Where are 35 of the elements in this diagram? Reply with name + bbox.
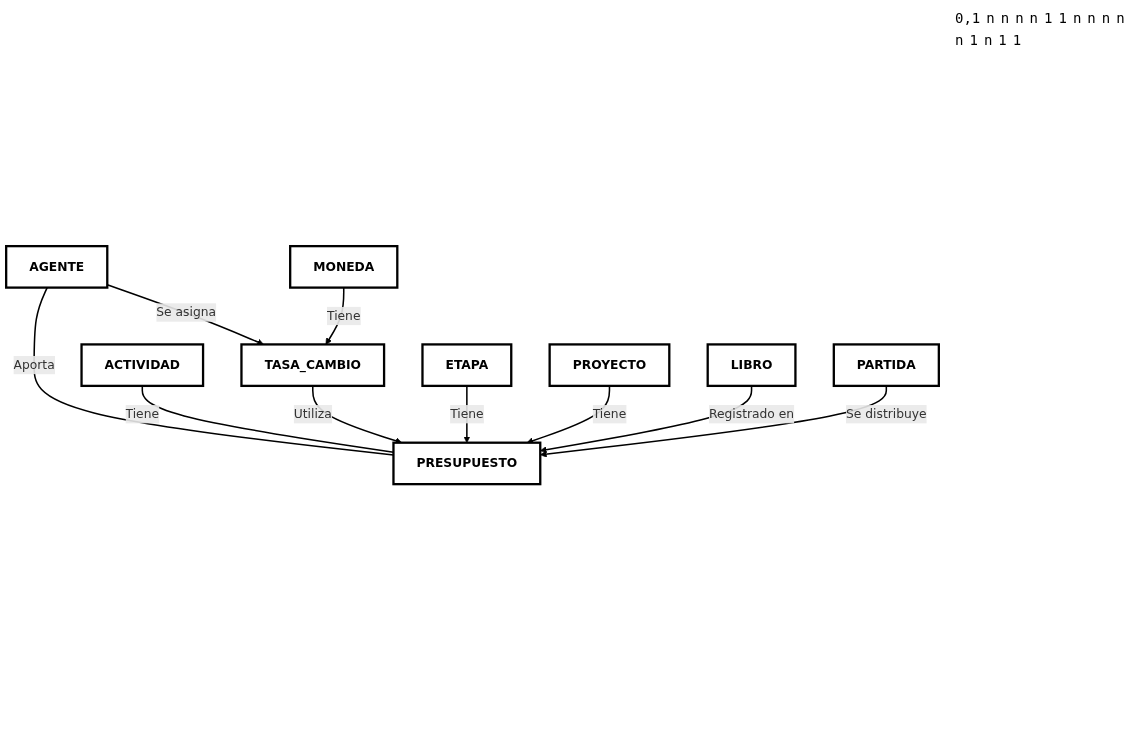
cardinality-label: 1 [1044, 10, 1053, 26]
cardinality-label: 1 [969, 32, 978, 48]
cardinality-label: n [1087, 10, 1096, 26]
cardinality-label: n [1015, 10, 1024, 26]
edge-label: Tiene [592, 406, 627, 422]
edge-label: Utiliza [293, 406, 332, 422]
edge-label: Se asigna [156, 304, 217, 320]
cardinality-label: 0,1 [955, 10, 981, 26]
node-box: PROYECTO [548, 343, 671, 387]
node-box: TASA_CAMBIO [240, 343, 386, 387]
cardinality-label: 1 [998, 32, 1007, 48]
node-box: PRESUPUESTO [392, 441, 542, 486]
node-box: ETAPA [421, 343, 513, 387]
cardinality-label: n [1101, 10, 1111, 26]
edge-label: Tiene [125, 406, 160, 422]
node-box: MONEDA [289, 244, 399, 289]
cardinality-label: n [983, 32, 993, 48]
arrow [106, 283, 264, 345]
cardinality-label: n [1000, 10, 1010, 26]
edge-label: Tiene [327, 308, 361, 323]
edge-label: Tiene [450, 406, 484, 422]
cardinality-label: n [1029, 10, 1039, 26]
node-box: AGENTE [5, 244, 109, 289]
node-box: ACTIVIDAD [80, 343, 205, 387]
cardinality-label: n [1116, 10, 1125, 26]
edge-label: Aporta [13, 357, 55, 372]
cardinality-label: 1 [1012, 32, 1022, 48]
cardinality-label: n [1072, 10, 1082, 26]
edge-label: Registrado en [709, 406, 795, 422]
cardinality-label: n [986, 10, 995, 26]
edge-label: Se distribuye [846, 406, 927, 422]
cardinality-label: 1 [1058, 10, 1067, 26]
node-box: PARTIDA [832, 343, 940, 387]
node-box: LIBRO [706, 343, 797, 387]
cardinality-label: n [955, 32, 964, 48]
